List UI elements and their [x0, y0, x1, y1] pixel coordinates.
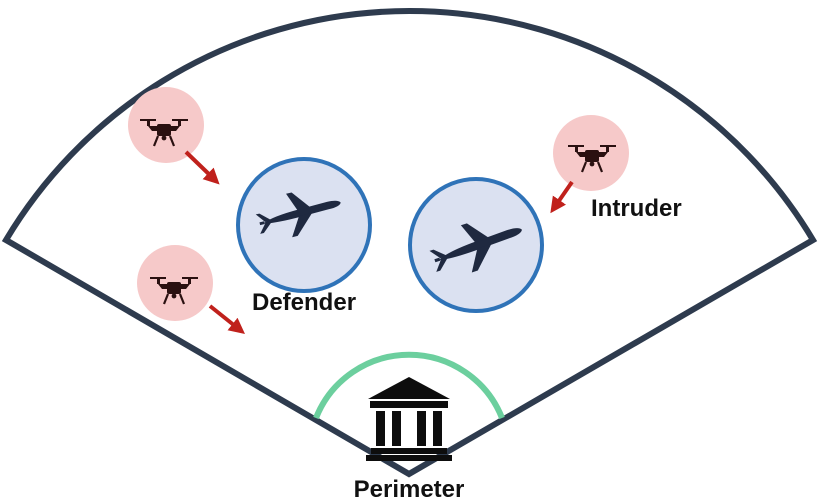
defender-unit — [408, 177, 544, 313]
intruder-drone — [550, 115, 629, 214]
defender-unit — [236, 157, 372, 293]
perimeter-arc — [313, 351, 505, 420]
defender-label: Defender — [252, 289, 356, 316]
intruder-heading-arrow — [184, 150, 220, 185]
intruder-drone — [137, 245, 245, 334]
intruder-label: Intruder — [591, 195, 682, 222]
intruder-drone — [128, 87, 220, 185]
perimeter-label: Perimeter — [354, 476, 465, 501]
intruder-heading-arrow — [208, 304, 245, 334]
intruder-heading-arrow — [550, 180, 574, 214]
building-columns-icon — [366, 377, 452, 461]
